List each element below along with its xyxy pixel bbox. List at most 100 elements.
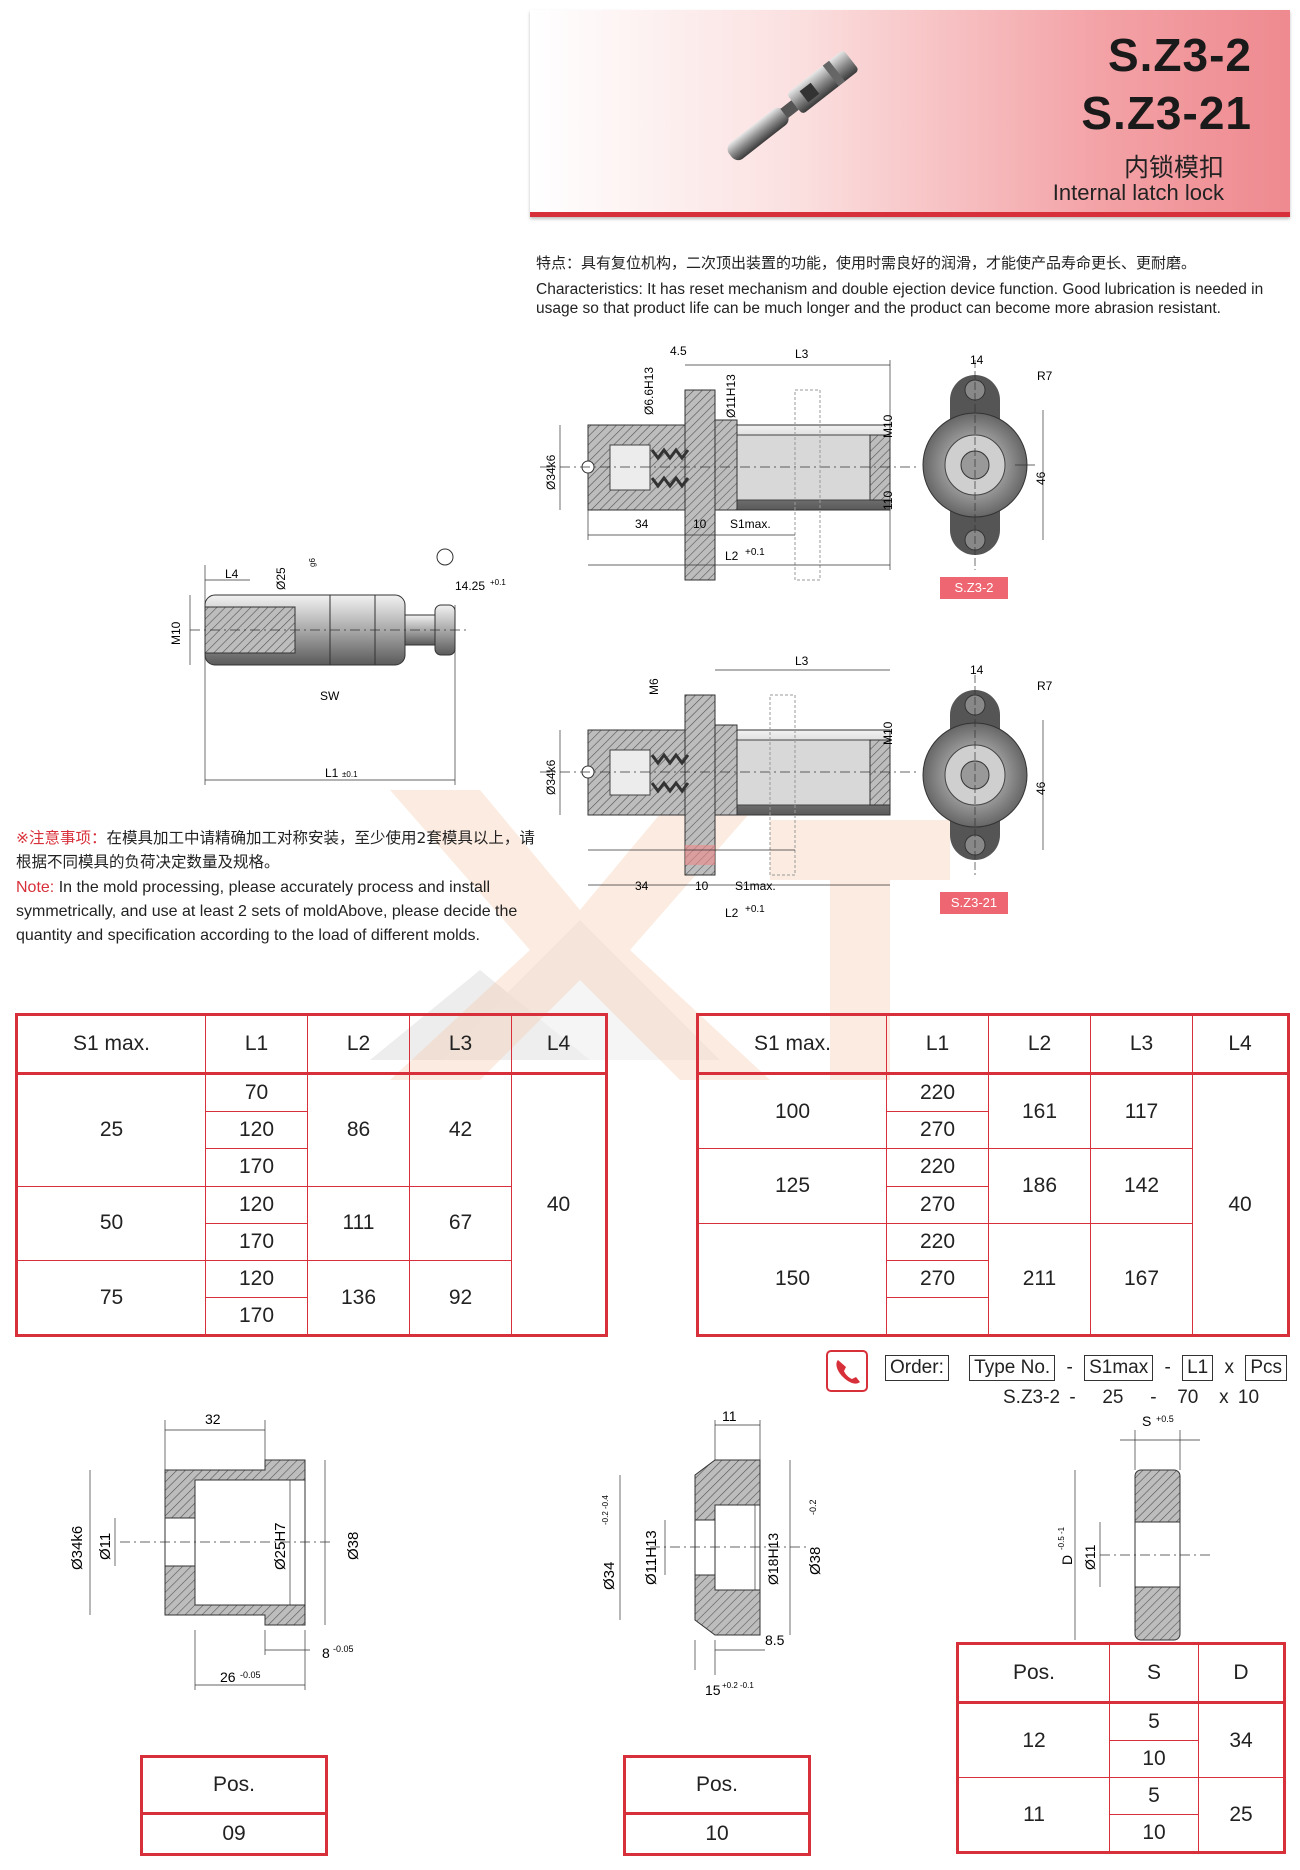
dim-s1max: S1max. xyxy=(730,517,771,531)
order-s1max: S1max xyxy=(1084,1355,1154,1381)
order-example: S.Z3-2 - 25 - 70 x 10 xyxy=(1003,1387,1260,1408)
table-row: 270 xyxy=(698,1259,1289,1299)
dim-10-lower: 10 xyxy=(695,879,709,893)
table-row: 25 70 86 42 40 xyxy=(16,1072,607,1337)
dim-d11-part: Ø11 xyxy=(97,1533,114,1560)
dim-l2-lower: L2 xyxy=(725,906,739,920)
table-row: 10 xyxy=(958,1740,1285,1778)
pos-11-12-table: Pos. S D 12 5 34 10 11 5 25 10 xyxy=(956,1642,1286,1854)
table-row: 11 5 25 xyxy=(957,1777,1285,1853)
table-row: 100 220 161 117 40 xyxy=(697,1072,1289,1337)
dim-14-25-tol: +0.1 xyxy=(490,578,506,587)
dim-26-tol: -0.05 xyxy=(240,1670,261,1680)
dim-l1: L1 xyxy=(325,766,339,780)
title-english: Internal latch lock xyxy=(1052,180,1224,205)
dim-l2-tol-lower: +0.1 xyxy=(745,904,765,915)
dim-15-tol: +0.2 -0.1 xyxy=(722,1681,754,1690)
order-label: Order: xyxy=(885,1355,949,1381)
characteristics-chinese: 特点：具有复位机构，二次顶出装置的功能，使用时需良好的润滑，才能使产品寿命更长、… xyxy=(536,254,1197,272)
dim-g6: g6 xyxy=(308,558,317,567)
latch-pin-drawing: L4 Ø25 g6 14.25 +0.1 M10 SW L1 ±0.1 xyxy=(169,548,506,785)
dim-d11h13-part10: Ø11H13 xyxy=(643,1530,660,1585)
tag-sz3-21: S.Z3-21 xyxy=(940,892,1008,914)
dim-d34-tol: -0.2 -0.4 xyxy=(601,1495,610,1525)
part-09-drawing: 32 Ø34k6 Ø11 Ø25H7 Ø38 8 -0.05 26 -0.05 xyxy=(69,1411,362,1690)
spec-table-sz3-2: S1 max. L1 L2 L3 L4 25 70 86 42 40 120 1… xyxy=(15,1013,608,1338)
dim-d25g6: Ø25 xyxy=(274,567,288,590)
dim-m6: M6 xyxy=(647,678,661,695)
table-row: 170 xyxy=(17,1222,607,1261)
dim-d34k6: Ø34k6 xyxy=(544,454,558,490)
table-row: 150 220 211 167 xyxy=(697,1222,1289,1337)
dim-s: S xyxy=(1142,1413,1151,1429)
dim-4-5: 4.5 xyxy=(670,344,687,358)
dim-26: 26 xyxy=(220,1669,236,1685)
note-english: Note: In the mold processing, please acc… xyxy=(16,879,518,944)
table-row: 50 120 111 67 xyxy=(16,1185,607,1261)
dim-s1max-lower: S1max. xyxy=(735,879,776,893)
dim-10: 10 xyxy=(693,517,707,531)
dim-32: 32 xyxy=(205,1411,221,1427)
dim-d11h13: Ø11H13 xyxy=(724,374,738,418)
dim-sw: SW xyxy=(320,689,340,703)
assembly-drawing-sz3-21: L3 34 10 S1max. L2 +0.1 Ø34k6 M6 M10 xyxy=(540,655,920,920)
dim-r7: R7 xyxy=(1037,369,1053,383)
product-code-2: S.Z3-21 xyxy=(1081,87,1252,139)
characteristics-english: Characteristics: It has reset mechanism … xyxy=(536,281,1264,317)
dim-11-part10: 11 xyxy=(722,1408,737,1424)
dim-14: 14 xyxy=(970,353,984,367)
dim-d: D xyxy=(1059,1555,1075,1565)
table-row: 270 xyxy=(698,1111,1289,1150)
dim-d6-6h13: Ø6.6H13 xyxy=(642,367,656,415)
dim-14-lower: 14 xyxy=(970,663,984,677)
order-l1: L1 xyxy=(1182,1355,1214,1381)
assembly-drawing-sz3-2: 4.5 L3 34 10 S1max. L2 +0.1 Ø34k6 Ø6.6H1… xyxy=(540,344,920,581)
table-row: 10 xyxy=(958,1814,1285,1853)
dim-l3-lower: L3 xyxy=(795,655,809,668)
order-format: Order: Type No. - S1max - L1 x Pcs xyxy=(884,1355,1288,1381)
title-chinese: 内锁模扣 xyxy=(1123,154,1224,182)
dim-d34-part10: Ø34 xyxy=(601,1562,618,1590)
dim-d38: Ø38 xyxy=(345,1532,362,1560)
dim-r7-lower: R7 xyxy=(1037,679,1053,693)
end-view-sz3-21: 14 R7 46 xyxy=(922,663,1053,875)
dim-l1-tol: ±0.1 xyxy=(342,770,358,779)
dim-d25h7: Ø25H7 xyxy=(272,1522,289,1570)
product-code-1: S.Z3-2 xyxy=(1107,29,1252,81)
product-image-icon xyxy=(727,51,858,161)
dim-d-tol: -0.5 -1 xyxy=(1057,1526,1066,1550)
dim-s-tol: +0.5 xyxy=(1156,1414,1174,1424)
phone-icon xyxy=(826,1350,868,1392)
end-view-sz3-2: 14 R7 46 xyxy=(922,353,1053,570)
table-row xyxy=(698,1297,1289,1337)
dim-8-5: 8.5 xyxy=(765,1632,785,1648)
dim-d34k6-part: Ø34k6 xyxy=(69,1526,86,1570)
dim-d18h13: Ø18H13 xyxy=(765,1533,781,1585)
pos-09-table: Pos. 09 xyxy=(140,1755,328,1856)
dim-8-tol: -0.05 xyxy=(333,1644,354,1654)
dim-l2-tol: +0.1 xyxy=(745,547,765,558)
dim-8: 8 xyxy=(322,1645,330,1661)
table-row: 75 120 136 92 xyxy=(16,1259,607,1337)
header-banner: S.Z3-2 S.Z3-21 内锁模扣 Internal latch lock xyxy=(530,10,1290,217)
dim-l4: L4 xyxy=(225,567,239,581)
dim-l3-top: L3 xyxy=(795,347,809,361)
tag-sz3-2: S.Z3-2 xyxy=(940,577,1008,599)
dim-46: 46 xyxy=(1034,471,1048,485)
dim-d38-part10: Ø38 xyxy=(807,1547,824,1575)
table-row: 12 5 34 xyxy=(957,1702,1285,1778)
spec-table-sz3-21: S1 max. L1 L2 L3 L4 100 220 161 117 40 2… xyxy=(696,1013,1290,1338)
dim-d34k6-lower: Ø34k6 xyxy=(544,759,558,795)
dim-34: 34 xyxy=(635,517,649,531)
part-11-12-drawing: S +0.5 D -0.5 -1 Ø11 xyxy=(1057,1413,1210,1641)
dim-m10: M10 xyxy=(881,414,895,438)
part-10-drawing: 11 Ø34 -0.2 -0.4 Ø11H13 Ø18H13 Ø38 -0.2 … xyxy=(601,1408,824,1698)
table-row: 170 xyxy=(17,1297,607,1337)
note-chinese: ※注意事项：在模具加工中请精确加工对称安装，至少使用2套模具以上，请根据不同模具… xyxy=(16,829,535,871)
order-pcs: Pcs xyxy=(1245,1355,1287,1381)
dim-m10-lower: M10 xyxy=(881,721,895,745)
table-row: 125 220 186 142 xyxy=(697,1148,1289,1224)
dim-15: 15 xyxy=(705,1682,721,1698)
pos-10-table: Pos. 10 xyxy=(623,1755,811,1856)
dim-110: 110 xyxy=(881,491,895,510)
